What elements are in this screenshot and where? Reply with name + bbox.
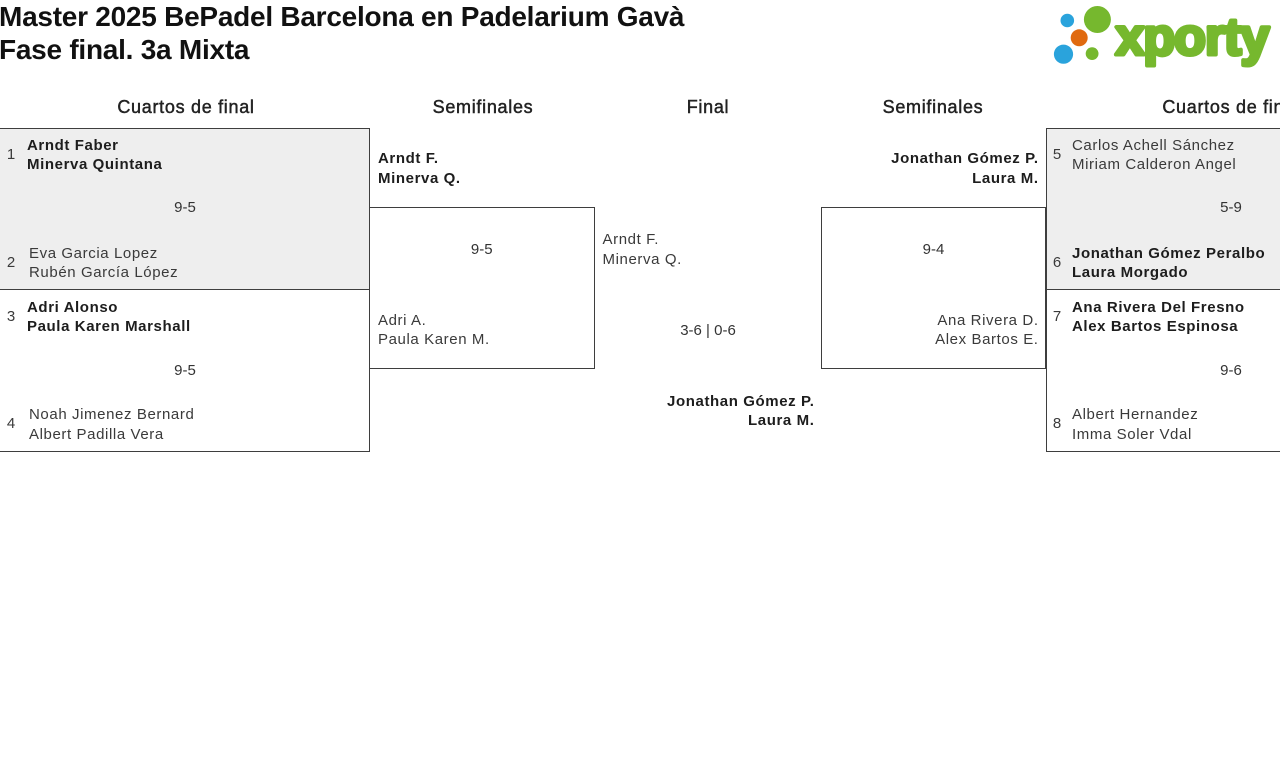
svg-text:xporty: xporty — [1116, 9, 1270, 67]
